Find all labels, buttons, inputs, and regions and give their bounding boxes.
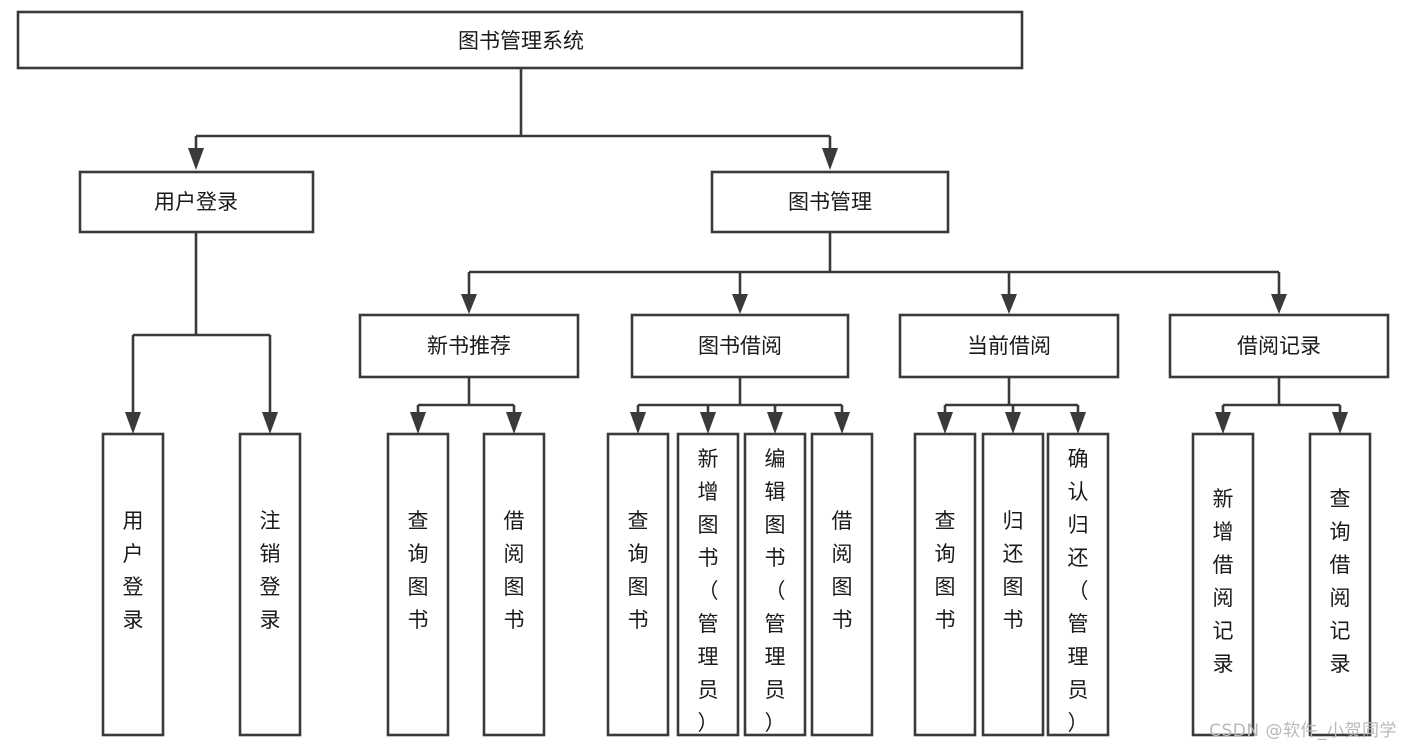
connectors-root — [188, 68, 838, 170]
leaf-b-query-book-label: 查询图书 — [628, 509, 649, 632]
leaf-user-login-label: 用户登录 — [123, 509, 144, 632]
arrow-record-l2 — [1332, 412, 1348, 434]
arrow-bookmgmt-newrec — [461, 294, 477, 314]
arrow-borrow-l3 — [767, 412, 783, 434]
leaf-logout[interactable]: 注销登录 — [238, 432, 302, 737]
leaf-b-edit-book-label: 编辑图书（管理员） — [765, 447, 786, 735]
leaf-b-add-book[interactable]: 新增图书（管理员） — [676, 432, 740, 737]
leaf-r-query-record-box[interactable] — [1308, 432, 1372, 737]
leaf-c-confirm-return[interactable]: 确认归还（管理员） — [1046, 432, 1110, 737]
leaf-b-add-book-box[interactable] — [676, 432, 740, 737]
leaf-c-query-book[interactable]: 查询图书 — [913, 432, 977, 737]
leaf-b-borrow-book-box[interactable] — [810, 432, 874, 737]
arrow-bookmgmt-record — [1271, 294, 1287, 314]
arrow-userlogin-l2 — [262, 412, 278, 434]
arrow-root-to-userlogin — [188, 148, 204, 170]
connectors-newrec — [410, 377, 522, 434]
node-borrow-record-label: 借阅记录 — [1237, 334, 1321, 358]
leaf-c-confirm-return-label: 确认归还（管理员） — [1068, 447, 1089, 735]
leaf-b-edit-book-box[interactable] — [743, 432, 807, 737]
leaf-logout-label: 注销登录 — [260, 509, 281, 632]
node-new-recommend-box[interactable] — [358, 313, 580, 379]
leaf-user-login[interactable]: 用户登录 — [101, 432, 165, 737]
connectors-borrow — [630, 377, 850, 434]
leaf-r-query-record[interactable]: 查询借阅记录 — [1308, 432, 1372, 737]
arrow-record-l1 — [1215, 412, 1231, 434]
connectors-userlogin — [125, 232, 278, 434]
leaf-nr-query-book-box[interactable] — [386, 432, 450, 737]
arrow-borrow-l1 — [630, 412, 646, 434]
leaf-b-query-book-box[interactable] — [606, 432, 670, 737]
node-new-recommend[interactable]: 新书推荐 — [358, 313, 580, 379]
leaf-nr-borrow-book-box[interactable] — [482, 432, 546, 737]
leaf-nr-borrow-book-label: 借阅图书 — [504, 509, 525, 632]
leaf-r-add-record-label: 新增借阅记录 — [1213, 487, 1234, 676]
arrow-borrow-l2 — [700, 412, 716, 434]
node-book-mgmt-label: 图书管理 — [788, 190, 872, 214]
arrow-current-l2 — [1005, 412, 1021, 434]
connectors-current — [937, 377, 1086, 434]
leaf-r-query-record-label: 查询借阅记录 — [1330, 487, 1351, 676]
node-user-login-box[interactable] — [78, 170, 315, 234]
node-root-box[interactable] — [16, 10, 1024, 70]
arrow-root-to-bookmgmt — [822, 148, 838, 170]
node-book-mgmt[interactable]: 图书管理 — [710, 170, 950, 234]
connectors-bookmgmt — [461, 232, 1287, 314]
leaf-logout-box[interactable] — [238, 432, 302, 737]
csdn-watermark: CSDN @软件_小贺同学 — [1209, 721, 1397, 741]
arrow-userlogin-l1 — [125, 412, 141, 434]
leaf-b-query-book[interactable]: 查询图书 — [606, 432, 670, 737]
connectors-record — [1215, 377, 1348, 434]
node-user-login[interactable]: 用户登录 — [78, 170, 315, 234]
leaf-c-query-book-label: 查询图书 — [935, 509, 956, 632]
node-borrow-record-box[interactable] — [1168, 313, 1390, 379]
node-current-borrow-label: 当前借阅 — [967, 334, 1051, 358]
arrow-bookmgmt-current — [1001, 294, 1017, 314]
leaf-c-return-book[interactable]: 归还图书 — [981, 432, 1045, 737]
node-book-mgmt-box[interactable] — [710, 170, 950, 234]
leaf-b-borrow-book[interactable]: 借阅图书 — [810, 432, 874, 737]
node-root-label: 图书管理系统 — [458, 29, 584, 53]
leaf-c-query-book-box[interactable] — [913, 432, 977, 737]
arrow-borrow-l4 — [834, 412, 850, 434]
leaf-b-add-book-label: 新增图书（管理员） — [698, 447, 719, 735]
arrow-newrec-l2 — [506, 412, 522, 434]
leaf-b-borrow-book-label: 借阅图书 — [832, 509, 853, 632]
leaf-user-login-box[interactable] — [101, 432, 165, 737]
leaf-nr-query-book-label: 查询图书 — [408, 509, 429, 632]
arrow-current-l3 — [1070, 412, 1086, 434]
node-root[interactable]: 图书管理系统 — [16, 10, 1024, 70]
leaf-c-return-book-label: 归还图书 — [1003, 509, 1024, 632]
arrow-bookmgmt-borrow — [732, 294, 748, 314]
leaf-c-return-book-box[interactable] — [981, 432, 1045, 737]
node-book-borrow-box[interactable] — [630, 313, 850, 379]
node-current-borrow-box[interactable] — [898, 313, 1120, 379]
node-user-login-label: 用户登录 — [154, 190, 238, 214]
arrow-newrec-l1 — [410, 412, 426, 434]
node-new-recommend-label: 新书推荐 — [427, 334, 511, 358]
arrow-current-l1 — [937, 412, 953, 434]
leaf-c-confirm-return-box[interactable] — [1046, 432, 1110, 737]
leaf-r-add-record-box[interactable] — [1191, 432, 1255, 737]
node-book-borrow-label: 图书借阅 — [698, 334, 782, 358]
node-book-borrow[interactable]: 图书借阅 — [630, 313, 850, 379]
leaf-r-add-record[interactable]: 新增借阅记录 — [1191, 432, 1255, 737]
leaf-nr-query-book[interactable]: 查询图书 — [386, 432, 450, 737]
node-borrow-record[interactable]: 借阅记录 — [1168, 313, 1390, 379]
node-current-borrow[interactable]: 当前借阅 — [898, 313, 1120, 379]
leaf-nr-borrow-book[interactable]: 借阅图书 — [482, 432, 546, 737]
leaf-b-edit-book[interactable]: 编辑图书（管理员） — [743, 432, 807, 737]
